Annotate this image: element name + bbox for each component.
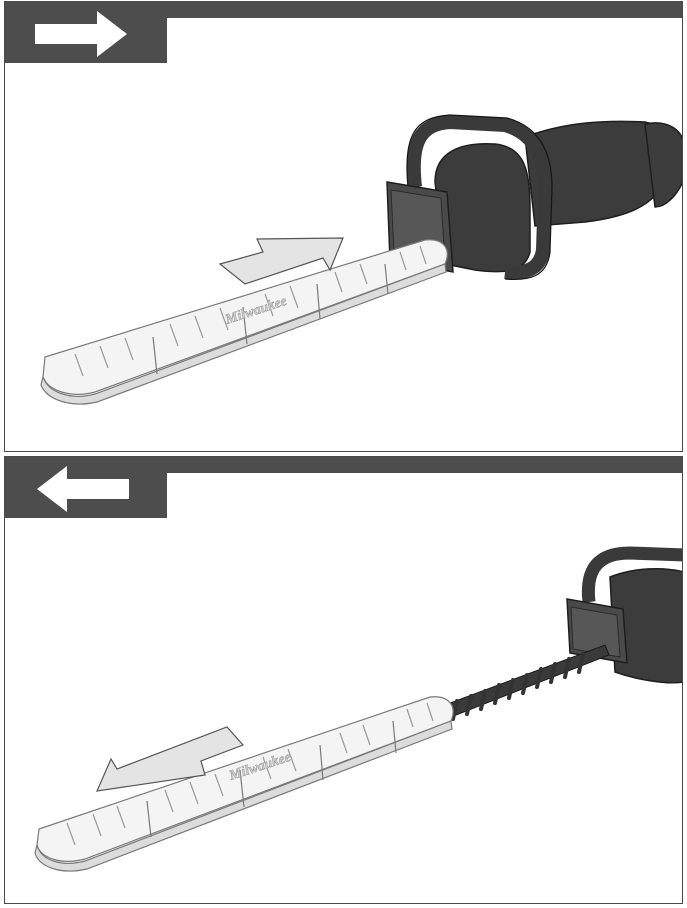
- hedge-trimmer-illustration: Milwaukee: [5, 457, 683, 904]
- blade-guard: [35, 697, 453, 871]
- instruction-panel-remove: Milwaukee: [4, 456, 683, 904]
- hedge-trimmer-illustration: Milwaukee: [5, 2, 683, 452]
- instruction-panel-attach: Milwaukee: [4, 1, 683, 452]
- trimmer-body: [435, 121, 683, 271]
